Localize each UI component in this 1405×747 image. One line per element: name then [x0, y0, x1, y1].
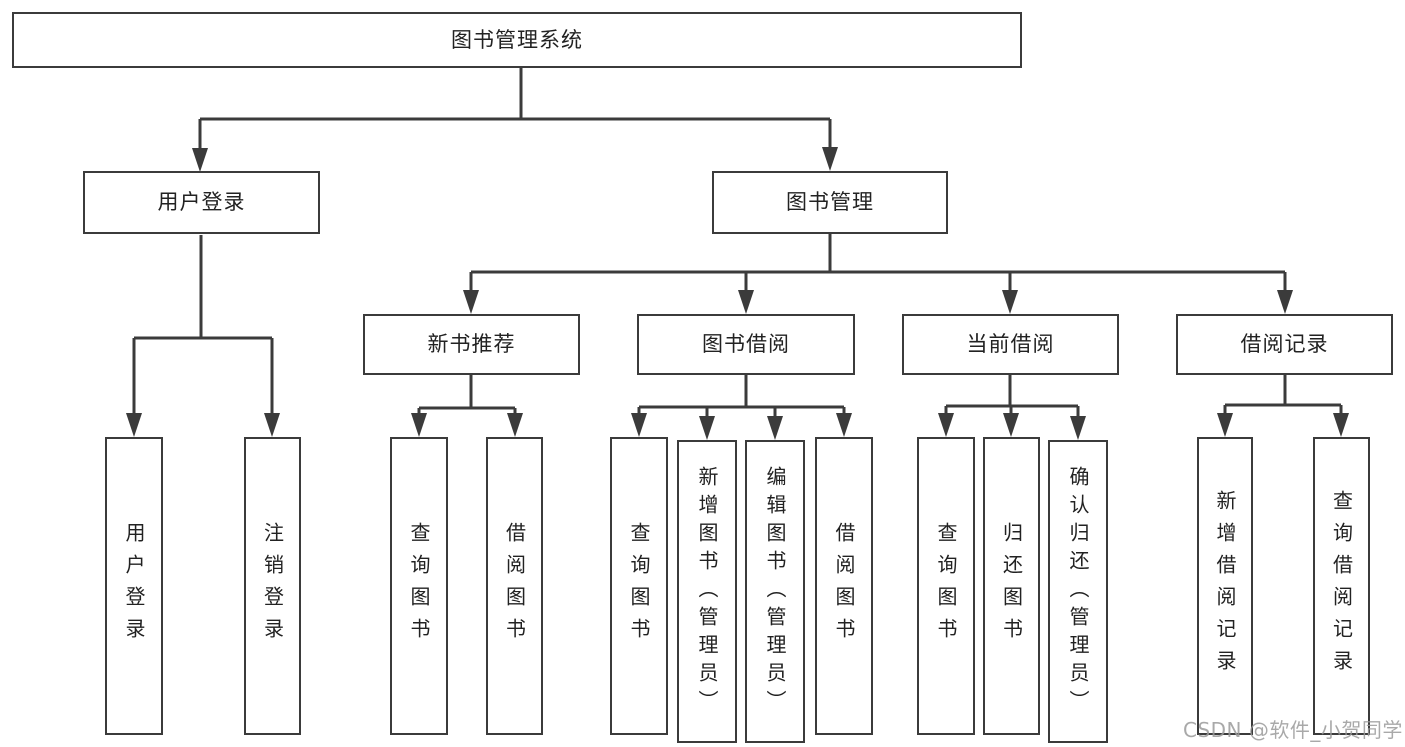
branch-box-user-login: 用户登录 [83, 171, 320, 234]
leaf-add-book-admin: 新增图书（管理员） [677, 440, 737, 743]
connector-path [132, 68, 1343, 418]
leaf-query-books-2: 查询图书 [610, 437, 668, 735]
csdn-watermark: CSDN @软件_小贺同学 [1183, 718, 1403, 742]
leaf-add-borrow-record: 新增借阅记录 [1197, 437, 1253, 735]
leaf-query-books-3: 查询图书 [917, 437, 975, 735]
branch-box-book-management: 图书管理 [712, 171, 948, 234]
leaf-return-book: 归还图书 [983, 437, 1040, 735]
leaf-user-login: 用户登录 [105, 437, 163, 735]
module-box-book-borrowing: 图书借阅 [637, 314, 855, 375]
module-box-new-book-recommend: 新书推荐 [363, 314, 580, 375]
leaf-borrow-books-2: 借阅图书 [815, 437, 873, 735]
leaf-borrow-books-1: 借阅图书 [486, 437, 543, 735]
root-box-library-system: 图书管理系统 [12, 12, 1022, 68]
leaf-logout: 注销登录 [244, 437, 301, 735]
leaf-confirm-return-admin: 确认归还（管理员） [1048, 440, 1108, 743]
leaf-edit-book-admin: 编辑图书（管理员） [745, 440, 805, 743]
module-box-current-borrowing: 当前借阅 [902, 314, 1119, 375]
leaf-query-borrow-record: 查询借阅记录 [1313, 437, 1370, 735]
module-box-borrow-records: 借阅记录 [1176, 314, 1393, 375]
leaf-query-books-1: 查询图书 [390, 437, 448, 735]
